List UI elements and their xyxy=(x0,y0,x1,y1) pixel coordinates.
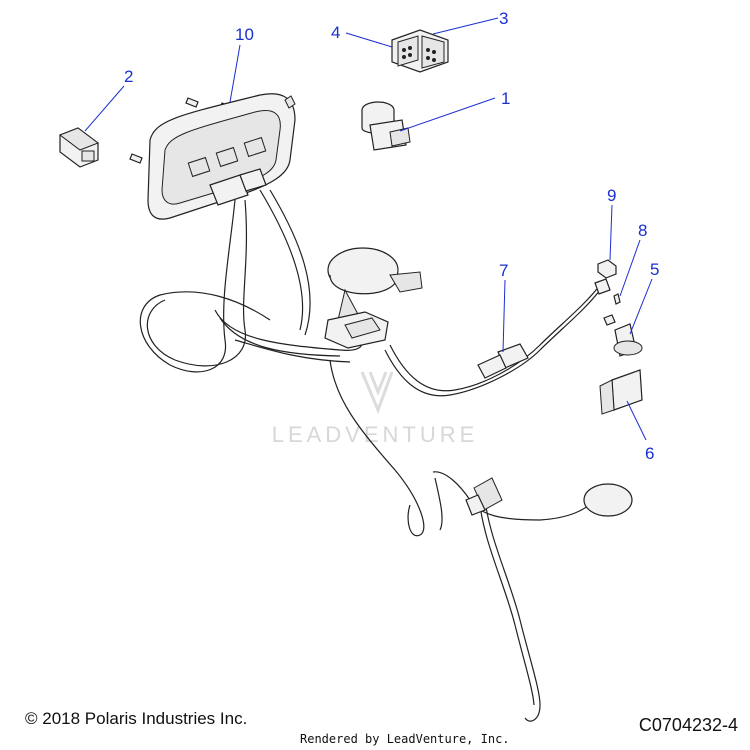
callout-6: 6 xyxy=(645,444,654,463)
part-6-bracket xyxy=(599,369,643,415)
sensor-puck xyxy=(465,477,633,517)
callout-7: 7 xyxy=(499,261,508,280)
part-10-instrument-cluster xyxy=(147,93,296,220)
sensor-bracket xyxy=(324,311,389,349)
wiring-harness xyxy=(139,189,601,722)
part-2-connector xyxy=(58,127,100,168)
callout-3: 3 xyxy=(499,9,508,28)
callout-2: 2 xyxy=(124,67,133,86)
watermark: LEADVENTURE xyxy=(272,371,479,447)
callout-1: 1 xyxy=(501,89,510,108)
part-1-ignition-switch xyxy=(361,101,411,151)
callout-8: 8 xyxy=(638,221,647,240)
part-8-screw xyxy=(613,293,621,305)
callouts: 1 2 3 4 5 6 7 8 9 10 xyxy=(84,9,659,463)
part-7-cable-connector xyxy=(477,278,611,379)
part-9-nut xyxy=(597,259,617,279)
part-3-4-connectors xyxy=(391,29,449,73)
watermark-text: LEADVENTURE xyxy=(272,422,479,447)
callout-5: 5 xyxy=(650,260,659,279)
callout-4: 4 xyxy=(331,23,340,42)
callout-10: 10 xyxy=(235,25,254,44)
part-5-stud xyxy=(603,314,643,357)
diagram-code: C0704232-4 xyxy=(638,715,738,735)
rendered-by-text: Rendered by LeadVenture, Inc. xyxy=(300,732,510,746)
callout-9: 9 xyxy=(607,186,616,205)
copyright-text: © 2018 Polaris Industries Inc. xyxy=(25,709,248,728)
